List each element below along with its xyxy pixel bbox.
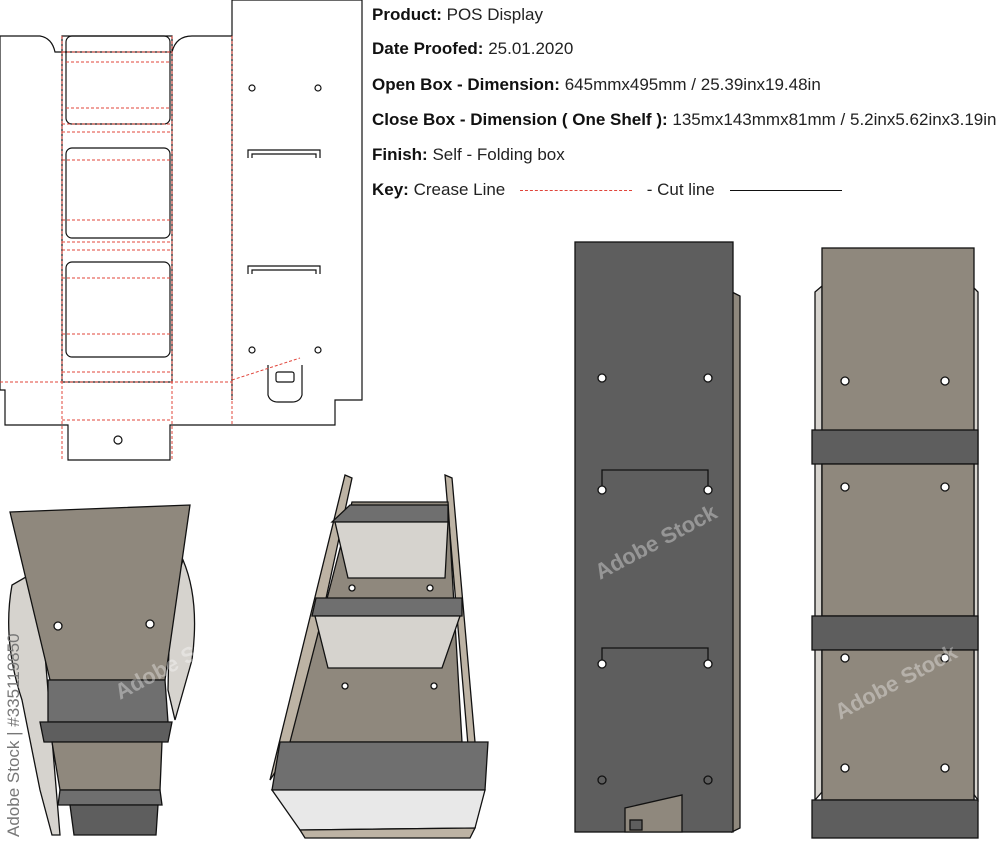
dieline-handle-2 bbox=[247, 265, 321, 274]
cut-line-sample bbox=[729, 190, 842, 192]
crease-line-sample bbox=[520, 190, 632, 192]
key-label: Key: bbox=[372, 180, 409, 199]
spec-product: Product: POS Display bbox=[372, 5, 543, 25]
spec-close-box: Close Box - Dimension ( One Shelf ): 135… bbox=[372, 110, 997, 130]
dieline-window-1 bbox=[65, 147, 171, 239]
watermark-side: Adobe Stock | #335119850 bbox=[4, 633, 23, 837]
folded-view-1 bbox=[8, 504, 196, 836]
folded-view-3 bbox=[574, 241, 741, 834]
fv1-shelf-2 bbox=[57, 789, 163, 806]
crease-lines bbox=[0, 36, 301, 460]
cut-text: - Cut line bbox=[646, 180, 715, 199]
fv4-base bbox=[811, 799, 979, 839]
dieline-hole bbox=[248, 346, 256, 354]
fv2-top-shelf bbox=[330, 504, 449, 523]
dieline-window-2 bbox=[65, 261, 171, 358]
spec-finish: Finish: Self - Folding box bbox=[372, 145, 565, 165]
fv2-mid-shelf bbox=[311, 597, 463, 617]
dieline-hole bbox=[248, 84, 256, 92]
dieline-center-col bbox=[61, 51, 173, 383]
dieline-top-window bbox=[65, 35, 171, 125]
dieline bbox=[0, 0, 363, 461]
fv2-front-band bbox=[271, 741, 489, 791]
fv4-shelf-1 bbox=[811, 429, 979, 465]
fv4-left-wing bbox=[814, 284, 823, 802]
fv3-handle-1 bbox=[601, 469, 709, 488]
folded-view-2 bbox=[269, 473, 489, 839]
dieline-hole bbox=[314, 346, 322, 354]
spec-date: Date Proofed: 25.01.2020 bbox=[372, 39, 573, 59]
fv1-side-back bbox=[8, 568, 61, 836]
date-value: 25.01.2020 bbox=[488, 39, 574, 58]
fv4-panel-2 bbox=[821, 649, 975, 801]
open-label: Open Box - Dimension: bbox=[372, 75, 560, 94]
fv2-mid-insert bbox=[314, 615, 461, 669]
finish-value: Self - Folding box bbox=[432, 145, 565, 164]
spec-key: Key: Crease Line - Cut line bbox=[372, 180, 852, 200]
close-value: 135mx143mmx81mm / 5.2inx5.62inx3.19in bbox=[672, 110, 997, 129]
dieline-hole bbox=[314, 84, 322, 92]
close-label: Close Box - Dimension ( One Shelf ): bbox=[372, 110, 668, 129]
fv1-shelf-front bbox=[39, 721, 173, 743]
fv2-base bbox=[298, 827, 477, 839]
fv2-front-face bbox=[270, 789, 486, 831]
fv1-lower-panel bbox=[51, 741, 163, 791]
crease-text: Crease Line bbox=[413, 180, 506, 199]
fv3-front bbox=[574, 241, 734, 833]
dieline-tab-slot bbox=[275, 371, 295, 383]
fv4-shelf-2 bbox=[811, 615, 979, 651]
fv1-base bbox=[69, 804, 159, 836]
dieline-handle-1 bbox=[247, 149, 321, 158]
open-value: 645mmx495mm / 25.39inx19.48in bbox=[564, 75, 821, 94]
fv3-handle-2 bbox=[601, 647, 709, 662]
dieline-bottom-tab bbox=[267, 365, 303, 403]
dieline-left-panel bbox=[0, 0, 363, 461]
date-label: Date Proofed: bbox=[372, 39, 484, 58]
product-value: POS Display bbox=[446, 5, 543, 24]
spec-open-box: Open Box - Dimension: 645mmx495mm / 25.3… bbox=[372, 75, 821, 95]
folded-view-4 bbox=[811, 247, 979, 839]
dieline-hole bbox=[113, 435, 123, 445]
wm-1: Adobe Stock bbox=[371, 299, 502, 385]
product-label: Product: bbox=[372, 5, 442, 24]
fv2-top-insert bbox=[334, 521, 449, 579]
finish-label: Finish: bbox=[372, 145, 428, 164]
